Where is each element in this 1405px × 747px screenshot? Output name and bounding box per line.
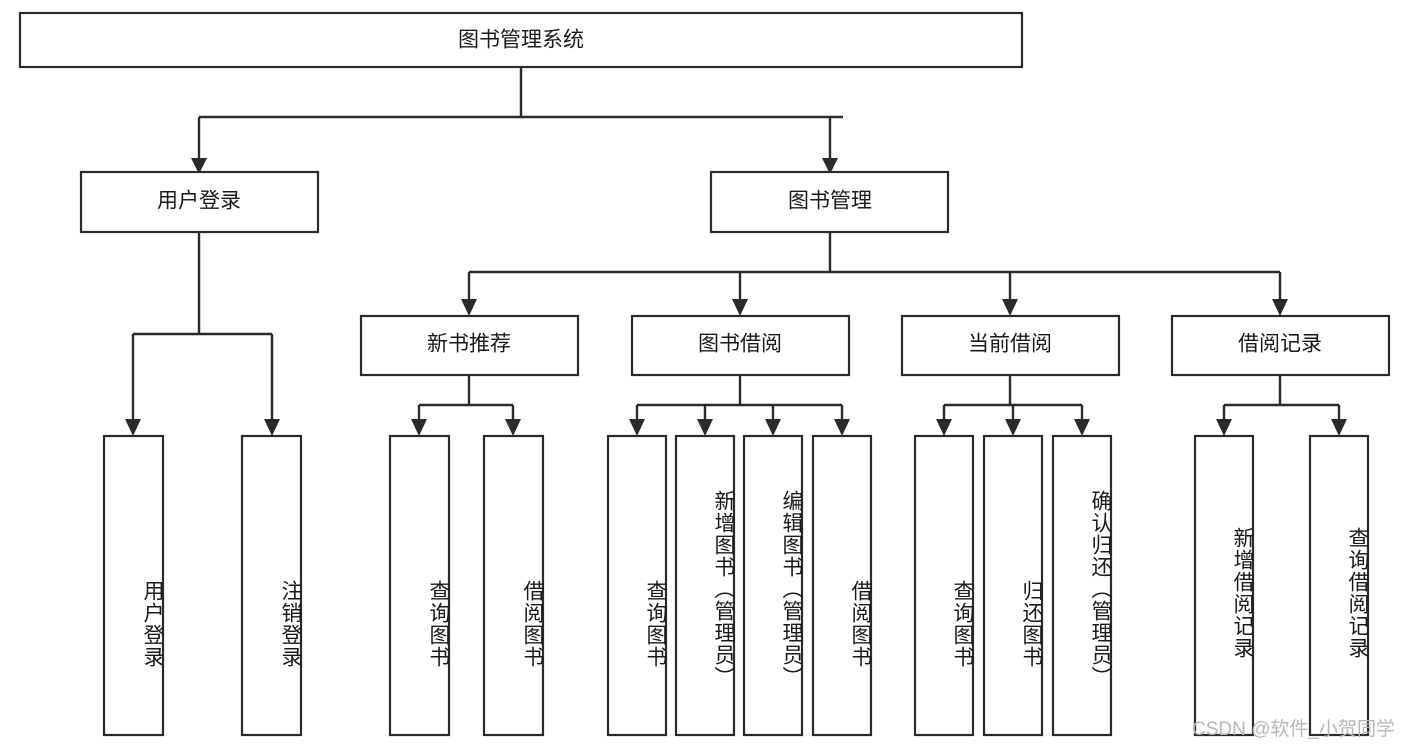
node-label-new-book-recommend: 新书推荐 xyxy=(427,333,511,356)
connector-book-borrow-to-leaves xyxy=(629,375,850,436)
connector-current-borrow-to-leaves xyxy=(936,375,1090,436)
node-box-leaf-query-book-3[interactable] xyxy=(913,434,975,737)
connector-root-to-level2 xyxy=(191,67,843,174)
node-box-leaf-user-login[interactable] xyxy=(102,434,165,737)
node-box-leaf-borrow-book-2[interactable] xyxy=(811,434,873,737)
node-box-leaf-confirm-return[interactable] xyxy=(1051,434,1113,737)
node-box-user-login[interactable] xyxy=(79,170,320,234)
connector-book-management-to-level3 xyxy=(461,232,1288,316)
connector-borrow-record-to-leaves xyxy=(1216,375,1347,436)
node-box-root[interactable] xyxy=(18,11,1024,69)
connector-user-login-to-leaves xyxy=(125,232,280,436)
node-label-book-borrow: 图书借阅 xyxy=(698,333,782,356)
node-box-leaf-edit-book[interactable] xyxy=(742,434,804,737)
node-box-new-book-recommend[interactable] xyxy=(359,314,580,377)
csdn-watermark: CSDN @软件_小贺同学 xyxy=(1192,719,1395,740)
node-label-current-borrow: 当前借阅 xyxy=(968,333,1052,356)
node-box-leaf-return-book[interactable] xyxy=(982,434,1044,737)
node-box-book-management[interactable] xyxy=(709,170,950,234)
node-box-leaf-query-record[interactable] xyxy=(1308,434,1370,737)
node-box-leaf-add-book[interactable] xyxy=(674,434,736,737)
node-box-borrow-record[interactable] xyxy=(1170,314,1391,377)
node-label-borrow-record: 借阅记录 xyxy=(1238,333,1322,356)
node-box-leaf-add-record[interactable] xyxy=(1193,434,1255,737)
node-box-leaf-logout-login[interactable] xyxy=(240,434,303,737)
node-box-leaf-query-book-1[interactable] xyxy=(388,434,451,737)
node-label-root: 图书管理系统 xyxy=(458,29,584,52)
node-box-book-borrow[interactable] xyxy=(630,314,851,377)
node-box-leaf-borrow-book-1[interactable] xyxy=(482,434,545,737)
node-label-user-login: 用户登录 xyxy=(157,190,241,213)
connector-new-book-recommend-to-leaves xyxy=(411,375,521,436)
node-box-current-borrow[interactable] xyxy=(900,314,1121,377)
node-label-book-management: 图书管理 xyxy=(788,190,872,213)
node-box-leaf-query-book-2[interactable] xyxy=(606,434,668,737)
